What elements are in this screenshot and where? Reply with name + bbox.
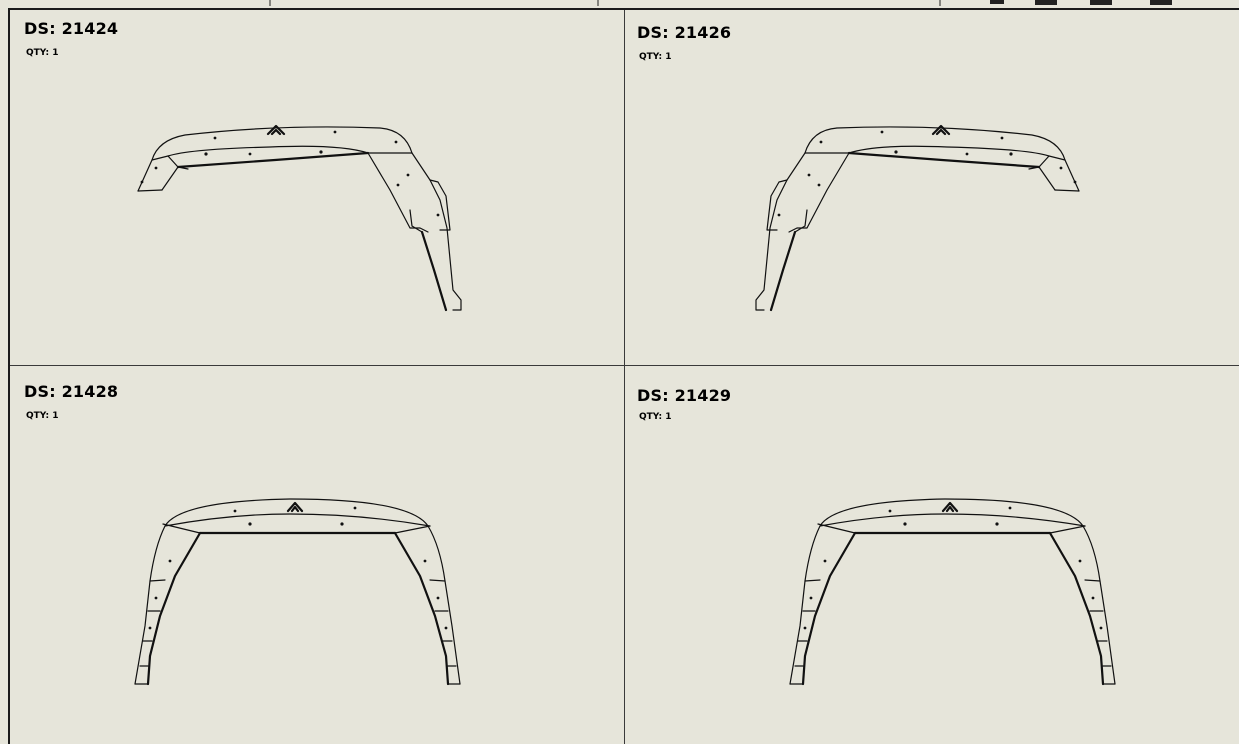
quantity-label: QTY: 1 — [639, 52, 672, 62]
fender-flare-front-right-drawing[interactable] — [625, 10, 1239, 365]
top-border-ticks — [269, 0, 1172, 6]
sheet-border — [8, 8, 1239, 744]
part-number-label: DS: 21428 — [24, 382, 119, 401]
part-number-label: DS: 21424 — [24, 19, 119, 38]
quantity-label: QTY: 1 — [26, 48, 59, 58]
drawing-view-ds-21424[interactable]: DS: 21424 QTY: 1 — [10, 10, 624, 365]
drawing-view-ds-21426[interactable]: DS: 21426 QTY: 1 — [625, 10, 1239, 365]
horizontal-divider — [10, 365, 1239, 366]
vertical-divider — [624, 10, 625, 744]
quantity-label: QTY: 1 — [639, 412, 672, 422]
part-number-label: DS: 21426 — [637, 23, 732, 42]
fender-flare-rear-right-drawing[interactable] — [625, 366, 1239, 744]
drawing-view-ds-21429[interactable]: DS: 21429 QTY: 1 — [625, 366, 1239, 744]
fender-flare-front-left-drawing[interactable] — [10, 10, 624, 365]
fender-flare-rear-left-drawing[interactable] — [10, 366, 624, 744]
drawing-view-ds-21428[interactable]: DS: 21428 QTY: 1 — [10, 366, 624, 744]
quantity-label: QTY: 1 — [26, 411, 59, 421]
part-number-label: DS: 21429 — [637, 386, 732, 405]
